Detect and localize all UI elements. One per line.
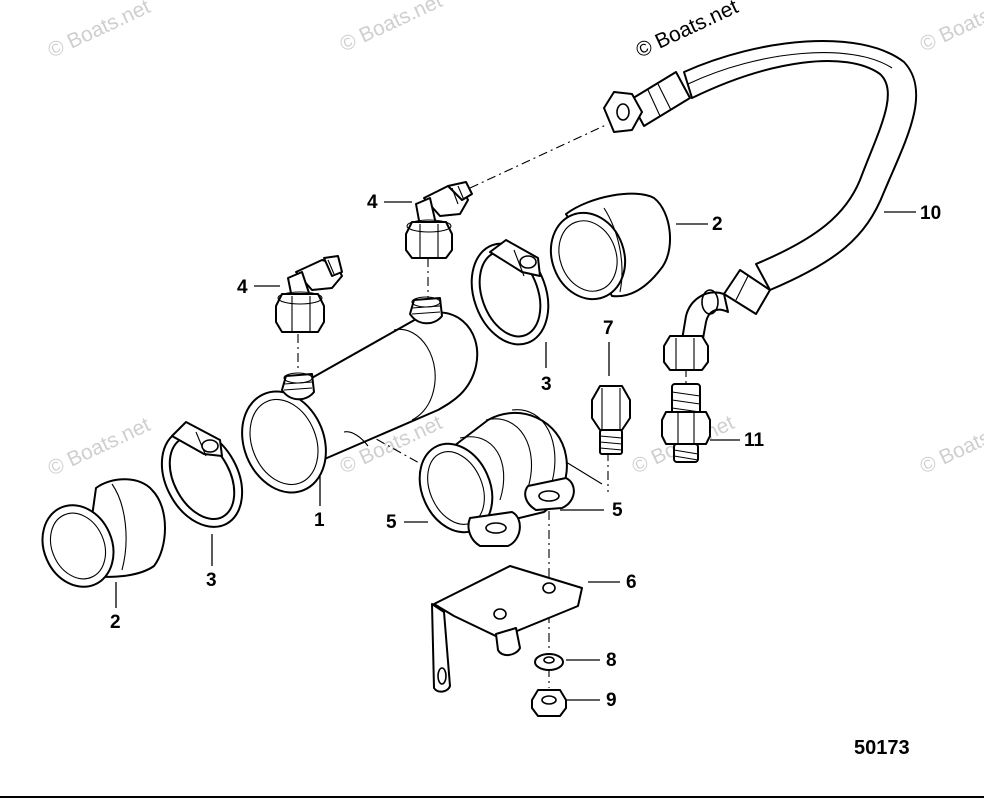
callout-4-lower: 4	[237, 277, 248, 298]
callout-11: 11	[744, 430, 765, 451]
callout-9: 9	[606, 690, 617, 711]
leader-lines	[115, 201, 916, 701]
part-9-nut	[531, 689, 567, 717]
callout-5-left: 5	[386, 512, 397, 533]
callout-3-lower: 3	[206, 570, 217, 591]
part-2-hose-upper	[549, 192, 671, 301]
callout-2-upper: 2	[712, 214, 723, 235]
callout-5-right: 5	[612, 500, 623, 521]
part-10-fuel-line	[603, 39, 918, 371]
part-6-bracket	[431, 565, 583, 693]
part-5-clamps	[418, 409, 603, 547]
watermark: © Boats.net	[44, 413, 154, 480]
part-4-fitting-upper	[405, 181, 473, 259]
callout-10: 10	[920, 203, 941, 224]
watermark: © Boats.net	[916, 0, 984, 57]
watermark: © Boats.net	[916, 411, 984, 478]
part-4-fitting-lower	[275, 255, 343, 333]
callout-4-upper: 4	[367, 192, 378, 213]
part-3-clamp-lower	[160, 421, 244, 528]
part-8-washer	[534, 653, 564, 671]
part-3-clamp-upper	[470, 239, 550, 346]
callout-7: 7	[603, 318, 614, 339]
part-1-tube	[241, 296, 479, 494]
callout-3-upper: 3	[541, 374, 552, 395]
part-2-hose-lower	[41, 478, 166, 588]
callout-8: 8	[606, 650, 617, 671]
watermark: © Boats.net	[336, 0, 446, 57]
callouts: 1 2 2 3 3 4 4 5 5 6 7 8 9 10 11	[110, 192, 941, 711]
watermark: © Boats.net	[632, 0, 742, 63]
watermark: © Boats.net	[44, 0, 154, 63]
callout-1: 1	[314, 510, 325, 531]
callout-6: 6	[626, 572, 637, 593]
callout-2-lower: 2	[110, 612, 121, 633]
part-11-connector	[661, 383, 711, 463]
diagram-number: 50173	[854, 737, 910, 759]
part-7-bolt	[591, 385, 631, 455]
